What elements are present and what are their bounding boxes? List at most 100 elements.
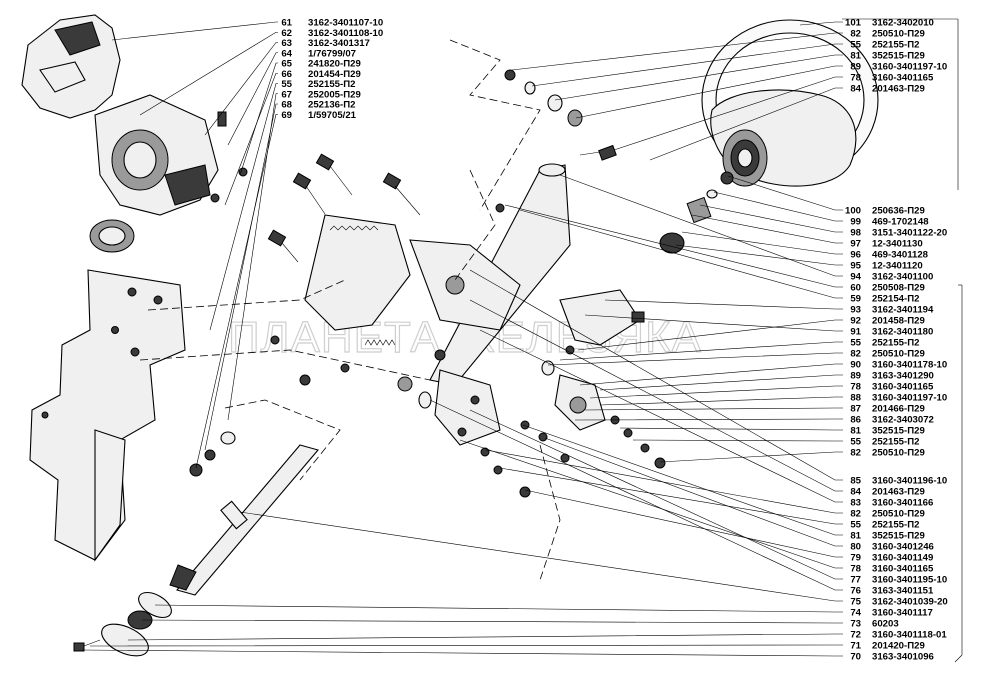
leader-line: [227, 93, 278, 421]
column-support-plate: [304, 214, 521, 331]
leader-line: [522, 424, 843, 536]
leader-line: [204, 103, 278, 451]
assembly-axis: [454, 169, 496, 281]
leader-line: [554, 54, 843, 101]
callout-part-code: 352515-П29: [872, 426, 925, 437]
callout-number: 60: [850, 283, 861, 294]
callout-number: 89: [850, 62, 861, 73]
callout-number: 61: [281, 18, 292, 29]
callout-part-code: 252155-П2: [308, 79, 355, 90]
bolt: [631, 311, 645, 323]
leader-line: [619, 427, 843, 431]
leader-line: [681, 231, 843, 255]
callout-part-code: 3160-3401178-10: [872, 360, 947, 371]
callout-part-code: 3160-3401118-01: [872, 630, 947, 641]
nut-washer-set-top: [504, 69, 583, 127]
leader-line: [559, 174, 843, 277]
callout-part-code: 201420-П29: [872, 641, 925, 652]
callout-number: 81: [850, 51, 861, 62]
bolt: [267, 229, 299, 263]
leader-line: [577, 319, 843, 351]
column-shroud-upper: [21, 14, 121, 119]
column-lower-bracket: [434, 369, 501, 446]
callout-part-code: 3160-3401195-10: [872, 575, 947, 586]
callout-number: 64: [281, 48, 292, 59]
leader-line: [127, 633, 843, 641]
callout-part-code: 469-1702148: [872, 217, 929, 228]
callout-number: 101: [845, 18, 862, 29]
callout-part-code: 201454-П29: [308, 69, 361, 80]
callout-part-code: 1/76799/07: [308, 48, 356, 59]
callout-part-code: 3162-3402010: [872, 18, 934, 29]
leader-line: [575, 65, 843, 119]
callout-part-code: 469-3401128: [872, 250, 929, 261]
callout-part-code: 252155-П2: [872, 437, 919, 448]
callout-part-code: 3162-3401194: [872, 305, 934, 316]
callout-part-code: 3160-3401196-10: [872, 476, 947, 487]
leader-line: [675, 244, 843, 266]
callout-number: 70: [850, 652, 861, 663]
callout-part-code: 3160-3401166: [872, 498, 933, 509]
callout-number: 90: [850, 360, 861, 371]
callout-part-code: 3163-3401151: [872, 586, 934, 597]
callout-part-code: 201463-П29: [872, 84, 925, 95]
callout-number: 93: [850, 305, 861, 316]
callout-number: 69: [281, 110, 292, 121]
tilt-spring-lower: [364, 339, 396, 346]
callout-part-code: 241820-П29: [308, 59, 361, 70]
callout-part-code: 252155-П2: [872, 40, 919, 51]
callout-number: 55: [281, 79, 292, 90]
callout-part-code: 3160-3401197-10: [872, 62, 947, 73]
callout-number: 94: [850, 272, 861, 283]
assembly-axis: [449, 39, 541, 211]
leader-line: [579, 363, 843, 386]
leader-line: [699, 204, 843, 233]
leader-line: [713, 191, 843, 222]
callout-number: 72: [850, 630, 861, 641]
callout-number: 62: [281, 28, 292, 39]
assembly-axis: [147, 279, 346, 311]
leader-line: [224, 72, 278, 206]
mounting-bracket: [29, 269, 186, 562]
leader-line: [469, 409, 843, 580]
callout-number: 100: [845, 206, 861, 217]
leader-line: [727, 175, 843, 211]
leader-line: [81, 649, 843, 657]
callout-number: 67: [281, 89, 292, 100]
leader-line: [239, 511, 843, 602]
callout-number: 77: [850, 575, 861, 586]
leader-line: [479, 329, 843, 503]
callout-number: 85: [850, 476, 861, 487]
callout-part-code: 252155-П2: [872, 338, 919, 349]
callout-part-code: 352515-П29: [872, 51, 925, 62]
leader-line: [599, 374, 843, 391]
leader-line: [227, 52, 278, 146]
bolt: [315, 153, 353, 196]
leader-line: [139, 31, 278, 116]
callout-number: 81: [850, 426, 861, 437]
leader-line: [209, 83, 278, 331]
leader-line: [429, 399, 843, 591]
callout-part-code: 3160-3401197-10: [872, 393, 947, 404]
callout-part-code: 3162-3401107-10: [308, 18, 383, 29]
callout-part-code: 3160-3401246: [872, 542, 934, 553]
callout-number: 82: [850, 29, 861, 40]
callout-number: 59: [850, 294, 861, 305]
leader-line: [547, 352, 843, 366]
callout-part-code: 252005-П29: [308, 89, 361, 100]
leader-line: [604, 299, 843, 310]
leader-line: [141, 619, 843, 624]
leader-line: [204, 42, 278, 136]
leader-line: [504, 204, 843, 288]
callout-part-code: 12-3401130: [872, 239, 923, 250]
callout-part-code: 3162-3401180: [872, 327, 933, 338]
callout-number: 82: [850, 448, 861, 459]
callout-number: 96: [850, 250, 861, 261]
callout-part-code: 250636-П29: [872, 206, 925, 217]
leader-line: [195, 113, 278, 469]
callout-number: 63: [281, 38, 292, 49]
callout-part-code: 60203: [872, 619, 899, 630]
callout-part-code: 3160-3401165: [872, 564, 934, 575]
